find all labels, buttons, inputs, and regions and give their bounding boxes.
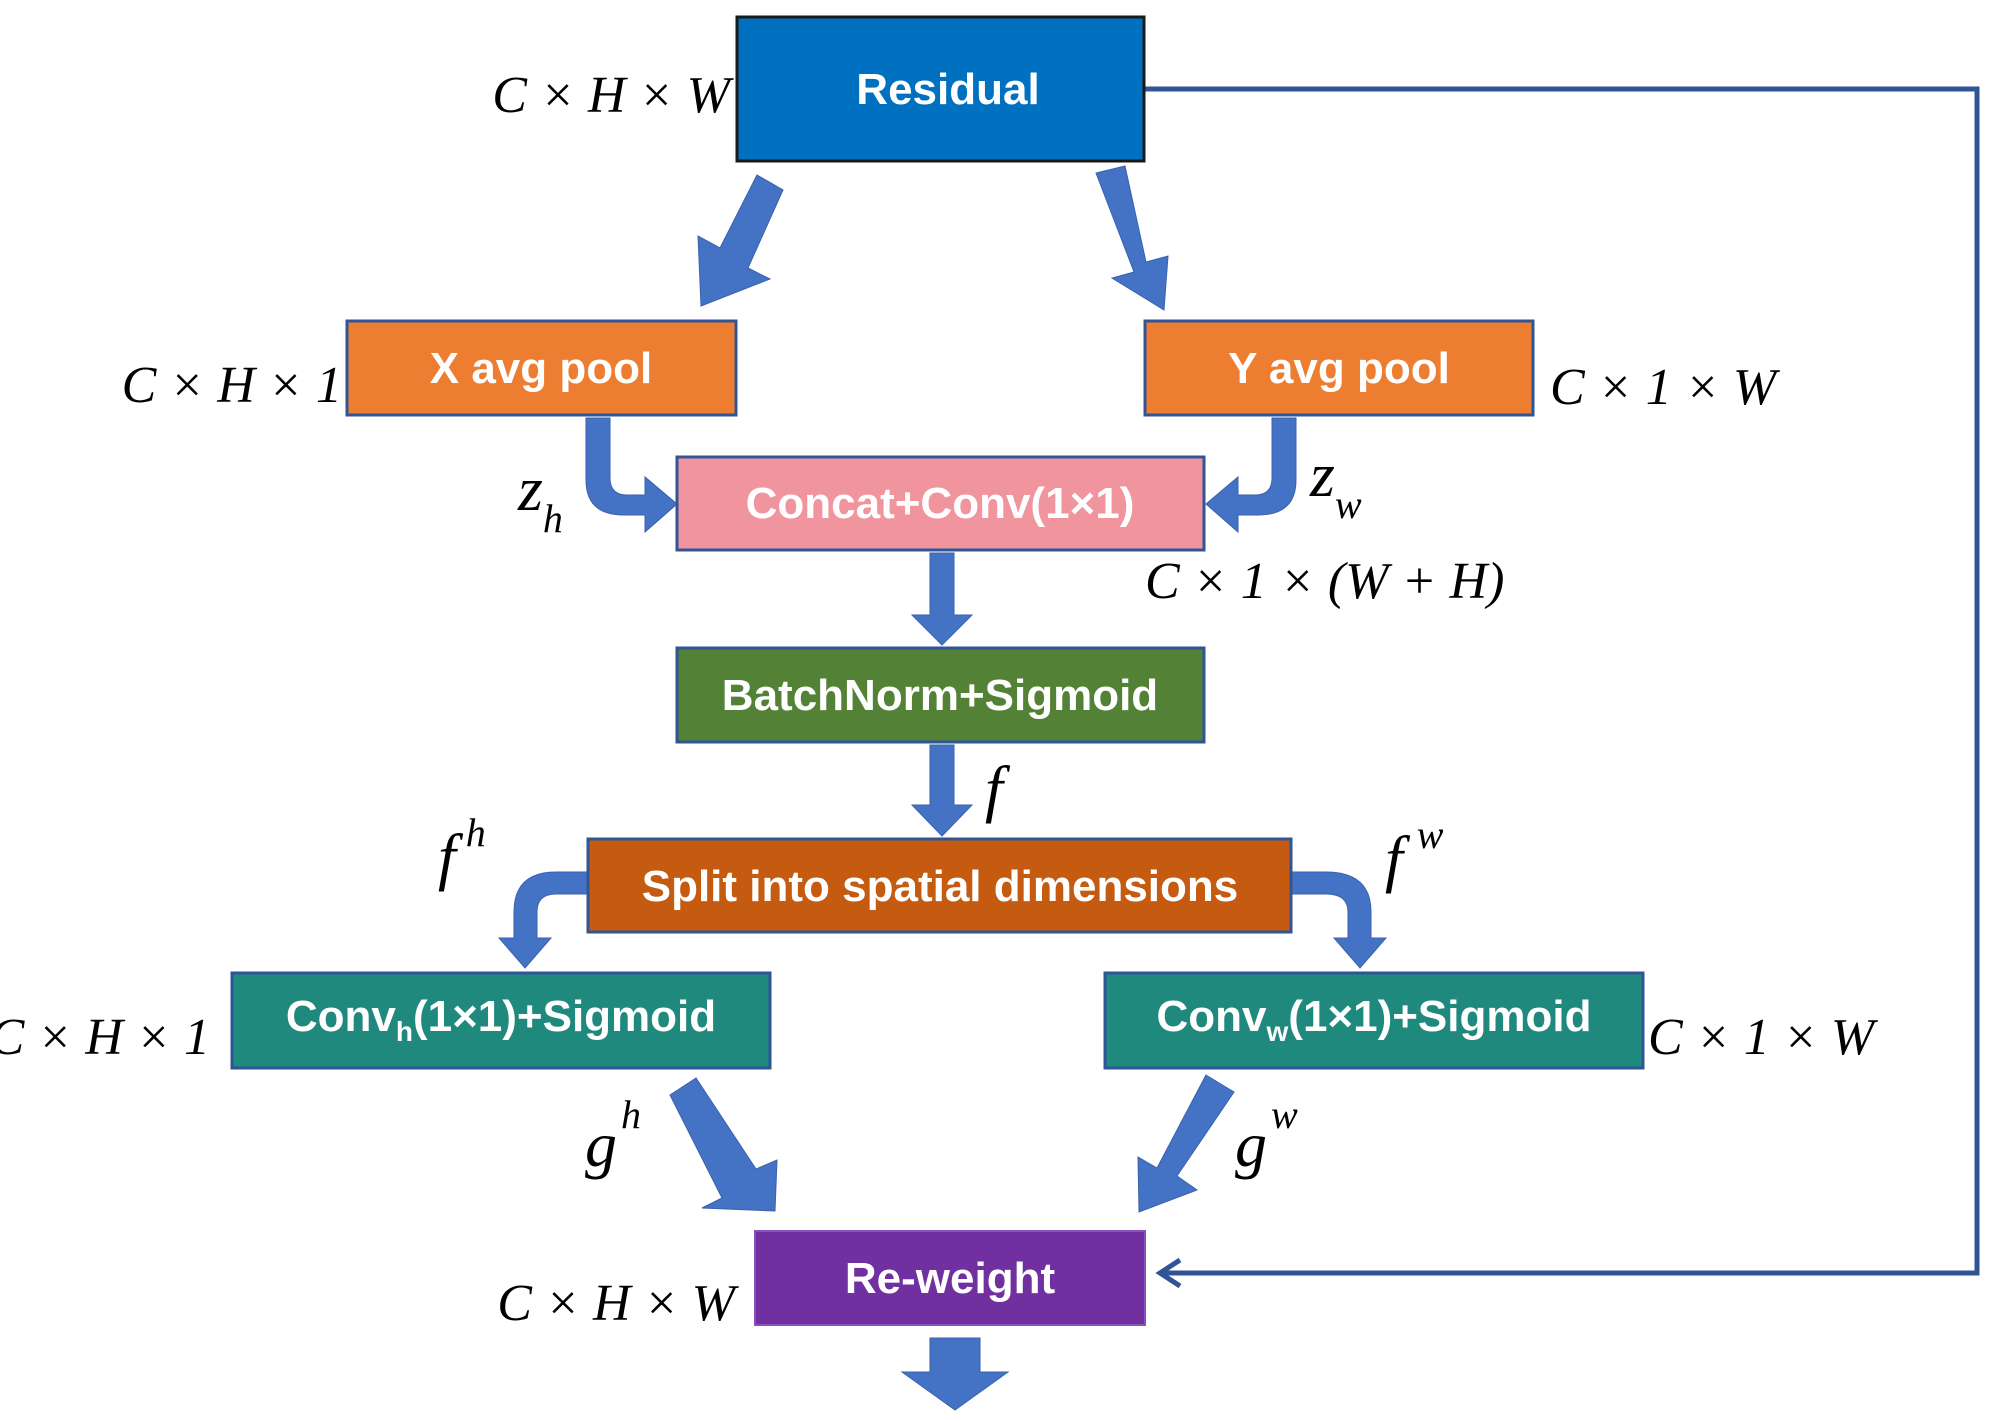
arrow-residual-to-ypool-icon	[1095, 165, 1169, 311]
node-conv-w-sigmoid-label: Convw(1×1)+Sigmoid	[1157, 992, 1592, 1047]
shape-reweight: C × H × W	[497, 1275, 739, 1332]
node-residual-label: Residual	[856, 65, 1039, 114]
arrow-zw-to-concat-icon	[1205, 417, 1297, 534]
skip-connection-arrowhead-icon	[1155, 1257, 1182, 1289]
shape-conv-h: C × H × 1	[0, 1009, 210, 1066]
shape-y-avg-pool: C × 1 × W	[1550, 359, 1781, 416]
node-batchnorm-sigmoid: BatchNorm+Sigmoid	[675, 646, 1206, 744]
node-concat-conv: Concat+Conv(1×1)	[675, 455, 1206, 552]
shape-concat: C × 1 × (W + H)	[1145, 553, 1504, 610]
node-split-spatial-label: Split into spatial dimensions	[642, 862, 1239, 911]
symbol-z-w: zw	[1309, 439, 1362, 527]
arrow-reweight-output-icon	[900, 1337, 1010, 1411]
node-reweight: Re-weight	[754, 1230, 1146, 1326]
node-batchnorm-sigmoid-label: BatchNorm+Sigmoid	[722, 671, 1158, 720]
shape-x-avg-pool: C × H × 1	[122, 357, 342, 414]
node-concat-conv-label: Concat+Conv(1×1)	[746, 479, 1135, 528]
shape-conv-w: C × 1 × W	[1648, 1009, 1879, 1066]
node-y-avg-pool-label: Y avg pool	[1228, 344, 1450, 393]
symbol-f: f	[985, 753, 1011, 824]
node-conv-h-sigmoid: Convh(1×1)+Sigmoid	[230, 971, 772, 1070]
node-x-avg-pool-label: X avg pool	[430, 344, 652, 393]
arrow-split-to-convw-icon	[1290, 871, 1388, 969]
arrow-concat-to-batchnorm-icon	[910, 552, 974, 646]
node-split-spatial: Split into spatial dimensions	[586, 837, 1293, 934]
skip-connection	[1144, 86, 1980, 1289]
shape-residual: C × H × W	[492, 67, 734, 124]
arrow-batchnorm-to-split-icon	[910, 744, 974, 837]
arrow-gw-to-reweight-icon	[1137, 1074, 1235, 1213]
arrow-zh-to-concat-icon	[585, 417, 678, 534]
node-conv-w-sigmoid: Convw(1×1)+Sigmoid	[1103, 971, 1645, 1070]
node-reweight-label: Re-weight	[845, 1254, 1056, 1303]
arrow-gh-to-reweight-icon	[669, 1077, 778, 1212]
node-residual: Residual	[735, 15, 1146, 163]
skip-connection-line	[1144, 86, 1980, 1276]
node-conv-h-sigmoid-label: Convh(1×1)+Sigmoid	[286, 992, 716, 1047]
symbol-z-h: zh	[517, 453, 563, 541]
arrow-residual-to-xpool-icon	[697, 174, 784, 307]
node-y-avg-pool: Y avg pool	[1143, 319, 1535, 417]
arrow-split-to-convh-icon	[497, 871, 589, 969]
node-x-avg-pool: X avg pool	[345, 319, 738, 417]
